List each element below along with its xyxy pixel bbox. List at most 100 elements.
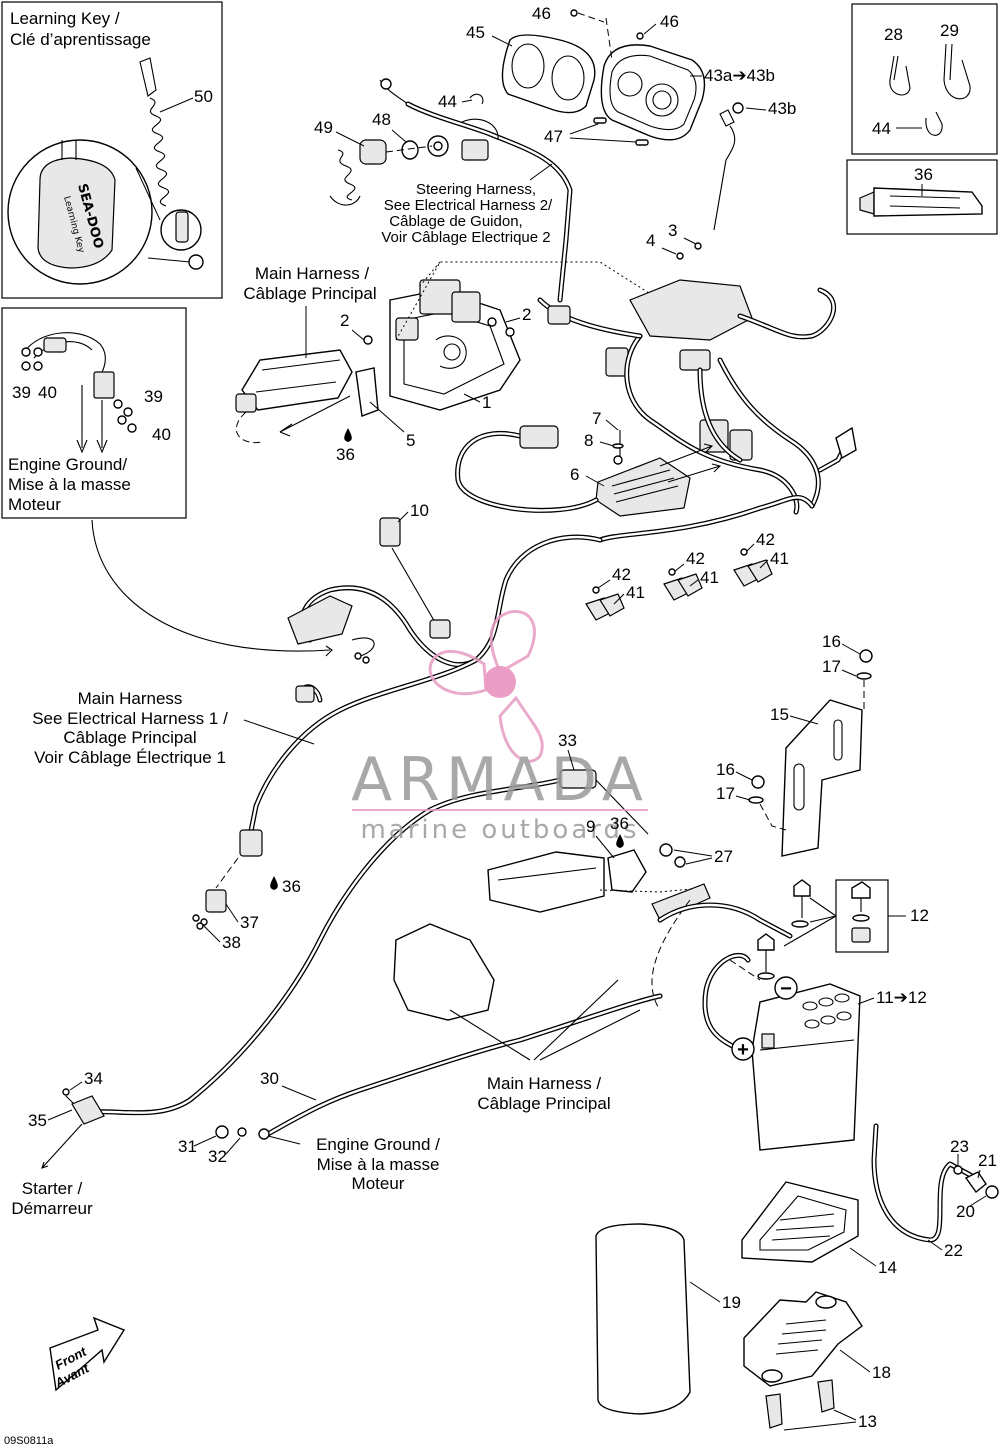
callout-18: 18	[872, 1363, 891, 1382]
lanyard-coil	[139, 57, 204, 270]
callout-29: 29	[940, 21, 959, 40]
callout-41-b: 41	[700, 568, 719, 587]
drawing-code: 09S0811a	[4, 1435, 54, 1447]
propeller-logo	[428, 610, 544, 763]
main-harness-top-label: Main Harness / Câblage Principal	[243, 264, 377, 358]
callout-34: 34	[84, 1069, 103, 1088]
callout-42-a: 42	[612, 565, 631, 584]
callout-32: 32	[208, 1147, 227, 1166]
svg-text:Câblage Principal: Câblage Principal	[477, 1094, 610, 1113]
svg-text:Câblage Principal: Câblage Principal	[243, 284, 376, 303]
learning-key-inset: Learning Key / Clé d’aprentissage SEA-DO…	[1, 1, 223, 299]
starter-label: Starter / Démarreur	[11, 1179, 93, 1218]
svg-text:Main Harness /: Main Harness /	[487, 1074, 602, 1093]
callout-6: 6	[570, 465, 579, 484]
voltage-regulator	[595, 457, 691, 517]
svg-text:Voir Câblage Électrique 1: Voir Câblage Électrique 1	[34, 748, 226, 767]
callout-43a-43b: 43a➔43b	[704, 66, 775, 85]
callout-2-a: 2	[340, 311, 349, 330]
battery-pad	[595, 1223, 691, 1415]
callout-41-c: 41	[770, 549, 789, 568]
callout-41-a: 41	[626, 583, 645, 602]
callout-15: 15	[770, 705, 789, 724]
callout-20: 20	[956, 1202, 975, 1221]
lower-module-assembly	[393, 843, 711, 1021]
engine-ground-bottom-label: Engine Ground / Mise à la masse Moteur	[267, 1135, 440, 1193]
callouts: 46 46 45 43a➔43b 43b 44 48 49 47 3 4 2 2…	[28, 4, 997, 1431]
callout-13: 13	[858, 1412, 877, 1431]
battery-bracket	[781, 699, 863, 857]
callout-50: 50	[194, 87, 213, 106]
svg-text:See Electrical Harness 2/: See Electrical Harness 2/	[384, 197, 553, 214]
callout-39-left: 39	[12, 383, 31, 402]
svg-text:Moteur: Moteur	[352, 1174, 405, 1193]
callout-4: 4	[646, 231, 655, 250]
battery-support	[743, 1291, 863, 1429]
callout-12-a: 12	[910, 906, 929, 925]
steering-harness-label: Steering Harness, See Electrical Harness…	[381, 163, 553, 246]
callout-22: 22	[944, 1241, 963, 1260]
fuse-box	[235, 349, 353, 413]
gauge-bezel	[501, 34, 596, 114]
callout-17-a: 17	[822, 657, 841, 676]
callout-36-c: 36	[282, 877, 301, 896]
svg-text:Câblage Principal: Câblage Principal	[63, 728, 196, 747]
callout-1: 1	[482, 393, 491, 412]
svg-text:Main Harness /: Main Harness /	[255, 264, 370, 283]
callout-23: 23	[950, 1137, 969, 1156]
callout-8: 8	[584, 431, 593, 450]
callout-40-right: 40	[152, 425, 171, 444]
battery-minus-sign: −	[780, 978, 792, 1000]
callout-21: 21	[978, 1151, 997, 1170]
callout-47: 47	[544, 127, 563, 146]
svg-text:Main Harness: Main Harness	[78, 689, 183, 708]
callout-37: 37	[240, 913, 259, 932]
engine-ground-caption-1: Engine Ground/	[8, 455, 127, 474]
callout-9: 9	[586, 817, 595, 836]
callout-46-b: 46	[660, 12, 679, 31]
callout-19: 19	[722, 1293, 741, 1312]
watermark-brand: ARMADA	[351, 745, 649, 815]
svg-text:Câblage de Guidon,: Câblage de Guidon,	[389, 213, 522, 230]
callout-5: 5	[406, 431, 415, 450]
callout-44-inset: 44	[872, 119, 891, 138]
callout-40-left: 40	[38, 383, 57, 402]
learning-key-title-2: Clé d’aprentissage	[10, 30, 151, 49]
engine-ground-inset: 39 40 39 40 Engine Ground/ Mise à la mas…	[1, 307, 187, 519]
callout-35: 35	[28, 1111, 47, 1130]
front-arrow: Front Avant	[49, 1316, 126, 1392]
callout-42-b: 42	[686, 549, 705, 568]
callout-42-c: 42	[756, 530, 775, 549]
callout-36-b: 36	[610, 814, 629, 833]
callout-7: 7	[592, 409, 601, 428]
callout-16-a: 16	[822, 632, 841, 651]
battery-tray	[741, 1181, 859, 1263]
callout-30: 30	[260, 1069, 279, 1088]
watermark-tagline: marine outboards	[360, 815, 639, 845]
ties-inset: 28 29 44	[851, 3, 998, 155]
callout-36-grease: 36	[914, 165, 933, 184]
callout-33: 33	[558, 731, 577, 750]
callout-28: 28	[884, 25, 903, 44]
learning-key-fob: SEA-DOO Learning Key	[37, 140, 116, 269]
callout-14: 14	[878, 1258, 897, 1277]
learning-key-title-1: Learning Key /	[10, 9, 120, 28]
battery-plus-badge	[731, 1037, 755, 1061]
armada-watermark: ARMADA marine outboards	[351, 610, 649, 845]
callout-49: 49	[314, 118, 333, 137]
callout-45: 45	[466, 23, 485, 42]
svg-text:Steering Harness,: Steering Harness,	[416, 181, 536, 198]
callout-10: 10	[410, 501, 429, 520]
callout-3: 3	[668, 221, 677, 240]
electrical-box-bracket	[389, 279, 521, 411]
svg-text:Mise à la masse: Mise à la masse	[317, 1155, 440, 1174]
battery: − +	[731, 976, 861, 1151]
callout-17-b: 17	[716, 784, 735, 803]
callout-43b: 43b	[768, 99, 796, 118]
battery-minus-badge	[774, 976, 798, 1000]
gauge-cluster	[600, 44, 706, 141]
engine-ground-caption-3: Moteur	[8, 495, 61, 514]
callout-31: 31	[178, 1137, 197, 1156]
callout-16-b: 16	[716, 760, 735, 779]
